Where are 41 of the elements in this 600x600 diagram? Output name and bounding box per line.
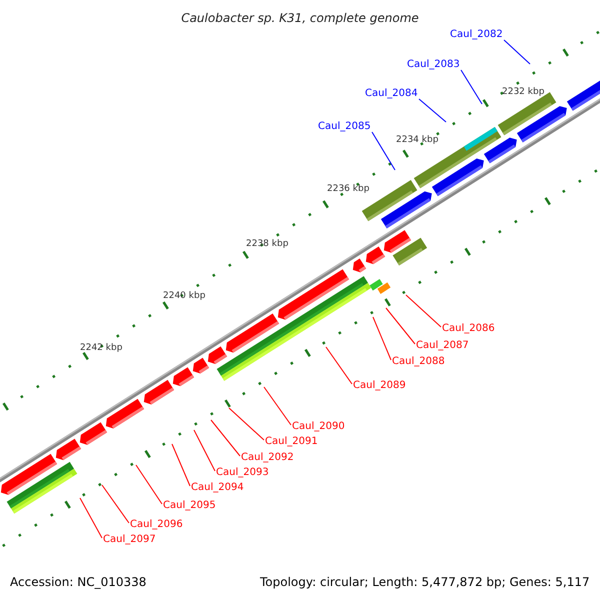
leader-line bbox=[80, 498, 102, 538]
leader-line bbox=[504, 40, 530, 64]
leader-line bbox=[386, 308, 416, 344]
gene-label: Caul_2095 bbox=[163, 501, 216, 511]
footer-note: Accession: NC_010338 bbox=[10, 576, 146, 588]
leader-line bbox=[406, 294, 442, 328]
footer-note: Topology: circular; Length: 5,477,872 bp; Genes: 5,117 bbox=[260, 576, 590, 588]
gene-label: Caul_2085 bbox=[318, 122, 371, 132]
gene-label: Caul_2087 bbox=[416, 341, 469, 351]
leader-line bbox=[372, 132, 396, 170]
leader-line bbox=[228, 408, 264, 440]
gene-label: Caul_2088 bbox=[392, 357, 445, 367]
leader-line bbox=[264, 386, 292, 426]
gene-label: Caul_2083 bbox=[407, 60, 460, 70]
leader-line bbox=[102, 484, 130, 524]
gene-label: Caul_2097 bbox=[103, 535, 156, 545]
scale-label: 2240 kbp bbox=[163, 292, 206, 301]
gene-label: Caul_2096 bbox=[130, 520, 183, 530]
gene-label: Caul_2084 bbox=[365, 89, 418, 99]
leader-line bbox=[172, 444, 190, 486]
gene-label: Caul_2086 bbox=[442, 324, 495, 334]
leader-line bbox=[372, 316, 392, 360]
leader-line bbox=[194, 430, 216, 472]
leader-line bbox=[136, 464, 162, 504]
leader-line bbox=[418, 98, 446, 122]
gene-label: Caul_2091 bbox=[265, 437, 318, 447]
scale-label: 2234 kbp bbox=[396, 136, 438, 145]
gene-label: Caul_2092 bbox=[241, 453, 294, 463]
gene-label: Caul_2089 bbox=[353, 381, 406, 391]
scale-label: 2232 kbp bbox=[502, 88, 544, 97]
leader-line bbox=[326, 346, 352, 384]
gene-label: Caul_2094 bbox=[191, 483, 244, 493]
scale-label: 2238 kbp bbox=[246, 240, 288, 249]
leader-line bbox=[460, 70, 482, 104]
scale-label: 2236 kbp bbox=[327, 185, 370, 194]
gene-label: Caul_2090 bbox=[292, 422, 345, 432]
leader-line bbox=[210, 420, 240, 456]
gene-label: Caul_2082 bbox=[450, 30, 503, 40]
scale-label: 2242 kbp bbox=[80, 344, 122, 353]
diagram-title: Caulobacter sp. K31, complete genome bbox=[180, 12, 420, 24]
gene-label: Caul_2093 bbox=[216, 468, 269, 478]
